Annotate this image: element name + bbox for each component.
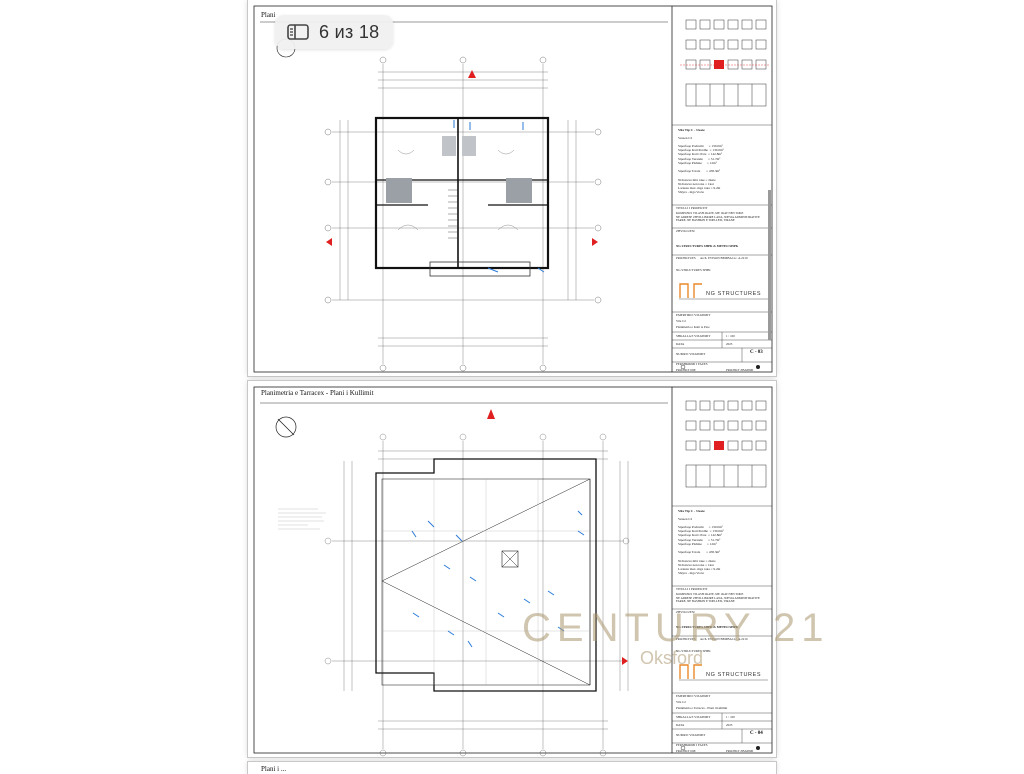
date-value: 2023 <box>726 723 733 727</box>
phase-a: PROJEKT IDE <box>676 749 696 753</box>
scale-label: SHKALLA E VIZATIMIT <box>676 334 711 338</box>
date-label: DATA <box>676 342 685 346</box>
scale-value: 1 : 100 <box>726 715 735 719</box>
drawing-name: Planimetria e Katit te Pare <box>676 325 710 329</box>
project-title-label: TITULLI I PROJEKTIT <box>676 206 708 210</box>
designer-label: PROJEKTUES <box>676 637 696 641</box>
phase-b: PROJEKT ZBATIMI <box>726 749 754 753</box>
designer-label: PROJEKTUES <box>676 256 696 260</box>
villa-heading: Vila Tip C - 3 kate <box>678 509 705 513</box>
project-title: KOMPLEKS VILASH 2KATE, ME 1KAT NEN TOKE … <box>676 592 760 604</box>
designer-name: Arch. EVISON BEMBA Lic. A.2210 <box>700 637 748 641</box>
villa-subheading: Vessen C2 <box>678 136 693 140</box>
sheet-number: C - 04 <box>750 731 763 736</box>
scale-label: SHKALLA E VIZATIMIT <box>676 715 711 719</box>
sheet-number: C - 03 <box>750 350 763 355</box>
area-table: Siperfaqe Podrumi = 130.0m² Siperfaqe Ka… <box>678 525 724 576</box>
developer-name: NG STRUCTURES SHPK & METEO SHPK <box>676 244 739 248</box>
page-title: Plani i ... <box>261 765 287 773</box>
drawing-villa: Vila C2 <box>676 700 686 704</box>
villa-heading: Vila Tip C - 3 kate <box>678 128 705 132</box>
studio-logo-text: NG STRUCTURES <box>706 672 762 678</box>
project-title-label: TITULLI I PROJEKTIT <box>676 587 708 591</box>
floor-plan-drawing <box>253 5 773 373</box>
page-title: Planimetria e Tarracex - Plani i Kullimi… <box>261 389 374 397</box>
page-counter[interactable]: 6 из 18 <box>275 15 394 49</box>
villa-subheading: Vessen C2 <box>678 517 693 521</box>
watermark-office: Oksford <box>640 648 704 668</box>
date-label: DATA <box>676 723 685 727</box>
page-counter-label: 6 из 18 <box>319 21 380 42</box>
sheet-number-label: NUMRI I VIZATIMIT <box>676 733 706 737</box>
phase-b: PROJEKT ZBATIMI <box>726 368 754 372</box>
date-value: 2023 <box>726 342 733 346</box>
page-next[interactable]: Plani i ... <box>248 762 776 774</box>
drawing-name: Planimetria e Tarracex - Plani i Kullimi… <box>676 706 728 710</box>
studio-logo-text: NG STRUCTURES <box>706 291 762 297</box>
drawing-label: EMERTIMI I VIZATIMIT <box>676 313 711 317</box>
phase-a: PROJEKT IDE <box>676 368 696 372</box>
studio-name: NG STRUCTURES SHPK <box>676 268 711 272</box>
watermark-brand: CENTURY 21 <box>522 606 830 650</box>
page-floor-plan[interactable]: Plani Vila Tip C - 3 kate Vessen C2 Sipe… <box>248 0 776 376</box>
developer-name: NG STRUCTURES SHPK & METEO SHPK <box>676 625 739 629</box>
developer-label: ZHVILLUESI <box>676 610 695 614</box>
roof-plan-drawing <box>253 386 773 757</box>
phase-label: PERSHKRIMI I FAZES <box>676 362 708 366</box>
developer-label: ZHVILLUESI <box>676 229 695 233</box>
project-title: KOMPLEKS VILASH 2KATE, ME 1KAT NEN TOKE … <box>676 211 760 223</box>
page-title: Plani <box>261 11 276 19</box>
scale-value: 1 : 100 <box>726 334 735 338</box>
drawing-villa: Vila C2 <box>676 319 686 323</box>
designer-name: Arch. EVISON BEMBA Lic. A.2210 <box>700 256 748 260</box>
studio-name: NG STRUCTURES SHPK <box>676 649 711 653</box>
sidebar-icon <box>287 24 309 40</box>
sheet-number-label: NUMRI I VIZATIMIT <box>676 352 706 356</box>
area-table: Siperfaqe Podrumi = 130.0m² Siperfaqe Ka… <box>678 144 724 195</box>
phase-label: PERSHKRIMI I FAZES <box>676 743 708 747</box>
drawing-label: EMERTIMI I VIZATIMIT <box>676 694 711 698</box>
page-roof-plan[interactable]: Planimetria e Tarracex - Plani i Kullimi… <box>248 381 776 757</box>
